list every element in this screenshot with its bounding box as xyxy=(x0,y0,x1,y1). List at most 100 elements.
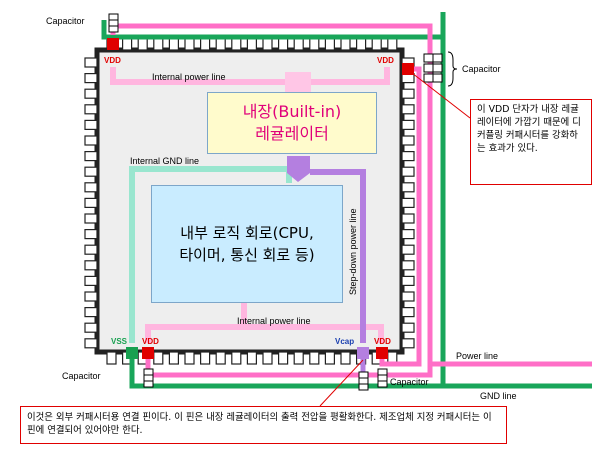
internal-gnd-line xyxy=(129,166,292,343)
chip-pin xyxy=(309,37,320,51)
capacitor-top-left xyxy=(108,13,119,33)
chip-pin xyxy=(401,213,415,224)
chip-pin xyxy=(84,166,98,177)
vcap-pin-note-text: 이것은 외부 커패시터용 연결 핀이다. 이 핀은 내장 레귤레이터의 출력 전… xyxy=(27,412,492,436)
internal-gnd-line-label: Internal GND line xyxy=(130,156,199,166)
chip-pin xyxy=(401,88,415,99)
capacitor-label-top-left: Capacitor xyxy=(46,16,85,26)
chip-pin xyxy=(84,119,98,131)
vdd-pin-bottom-right xyxy=(376,347,388,359)
chip-pin xyxy=(121,37,133,51)
chip-pin xyxy=(340,37,351,51)
power-line-right xyxy=(379,66,422,367)
chip-pin xyxy=(84,151,98,162)
capacitor-bottom-left xyxy=(143,368,154,388)
chip-pin xyxy=(215,351,226,365)
chip-pin xyxy=(401,322,415,333)
chip-pin xyxy=(168,37,179,51)
internal-logic-box: 내부 로직 회로(CPU, 타이머, 통신 회로 등) xyxy=(151,185,343,303)
regulator-subtitle: 레귤레이터 xyxy=(255,124,329,143)
power-line-label: Power line xyxy=(456,351,498,361)
vdd-pin-bottom-left xyxy=(142,347,154,359)
chip-pin xyxy=(184,37,195,51)
built-in-regulator-box: 내장(Built-in) 레귤레이터 xyxy=(207,92,377,154)
chip-pin xyxy=(324,351,335,365)
note-bottom-leader xyxy=(319,359,364,407)
vdd-label-top-right: VDD xyxy=(377,56,394,65)
chip-pin xyxy=(231,351,242,365)
chip-pin xyxy=(401,104,415,115)
chip-pin xyxy=(356,37,367,51)
chip-pin xyxy=(215,37,226,51)
chip-pin xyxy=(262,37,273,51)
chip-pin xyxy=(84,291,98,302)
capacitor-label-bottom-left: Capacitor xyxy=(62,371,101,381)
capacitor-label-right: Capacitor xyxy=(462,64,501,74)
chip-pin xyxy=(246,37,257,51)
vdd-label-bottom-right: VDD xyxy=(374,337,391,346)
step-down-power-line xyxy=(343,169,366,343)
chip-pin xyxy=(168,351,179,365)
chip-pin xyxy=(200,37,211,51)
vdd-decoupling-note-text: 이 VDD 단자가 내장 레귤레이터에 가깝기 때문에 디커플링 커패시터를 강… xyxy=(477,104,581,154)
chip-pin xyxy=(401,244,415,255)
chip-pin xyxy=(309,351,320,365)
regulator-title: 내장(Built-in) xyxy=(242,102,342,121)
chip-pin xyxy=(401,291,415,302)
capacitor-bottom-right xyxy=(377,368,388,388)
chip-pin xyxy=(84,229,98,240)
pin-row-left xyxy=(84,57,98,349)
chip-pin xyxy=(401,166,415,177)
internal-power-line-bottom xyxy=(145,324,384,343)
gnd-line-label: GND line xyxy=(480,391,517,401)
vcap-pin xyxy=(357,347,369,359)
chip-pin xyxy=(401,151,415,162)
chip-pin xyxy=(153,351,164,365)
chip-pin xyxy=(401,307,415,318)
vdd-label-top-left: VDD xyxy=(104,56,121,65)
pin-row-right xyxy=(401,57,415,349)
gnd-line xyxy=(101,12,592,389)
vdd-pin-top-left xyxy=(107,38,119,50)
capacitor-label-bottom-right: Capacitor xyxy=(390,377,429,387)
vdd-pin-top-right xyxy=(402,63,414,75)
capacitor-bracket xyxy=(447,51,458,87)
chip-pin xyxy=(262,351,273,365)
chip-pin xyxy=(84,322,98,333)
chip-pin xyxy=(401,338,415,349)
chip-pin xyxy=(84,260,98,271)
chip-pin xyxy=(278,351,289,365)
chip-pin xyxy=(137,37,148,51)
chip-pin xyxy=(401,275,415,286)
chip-pin xyxy=(84,244,98,255)
vcap-label: Vcap xyxy=(335,337,354,346)
capacitor-right-bank xyxy=(423,53,443,83)
chip-pin xyxy=(153,37,164,51)
chip-pin xyxy=(278,37,289,51)
chip-pin xyxy=(340,351,351,365)
vcap-pin-note: 이것은 외부 커패시터용 연결 핀이다. 이 핀은 내장 레귤레이터의 출력 전… xyxy=(20,406,507,444)
logic-line-2: 타이머, 통신 회로 등) xyxy=(179,246,315,264)
vdd-label-bottom-left: VDD xyxy=(142,337,159,346)
chip-pin xyxy=(84,275,98,286)
chip-pin xyxy=(106,351,117,365)
internal-power-line-label-top: Internal power line xyxy=(152,72,226,82)
note-right-leader xyxy=(411,72,471,119)
chip-pin xyxy=(84,197,98,208)
chip-pin xyxy=(84,104,98,115)
chip-pin xyxy=(200,351,211,365)
chip-pin xyxy=(401,119,415,131)
logic-line-1: 내부 로직 회로(CPU, xyxy=(180,224,314,242)
chip-pin xyxy=(84,72,98,84)
chip-pin xyxy=(401,135,415,146)
chip-pin xyxy=(84,307,98,318)
chip-pin xyxy=(246,351,257,365)
chip-pin xyxy=(231,37,242,51)
chip-pin xyxy=(401,197,415,208)
capacitor-vcap xyxy=(358,371,369,391)
chip-pin xyxy=(293,37,304,51)
chip-pin xyxy=(84,182,98,193)
chip-pin xyxy=(293,351,304,365)
chip-pin xyxy=(387,37,398,51)
